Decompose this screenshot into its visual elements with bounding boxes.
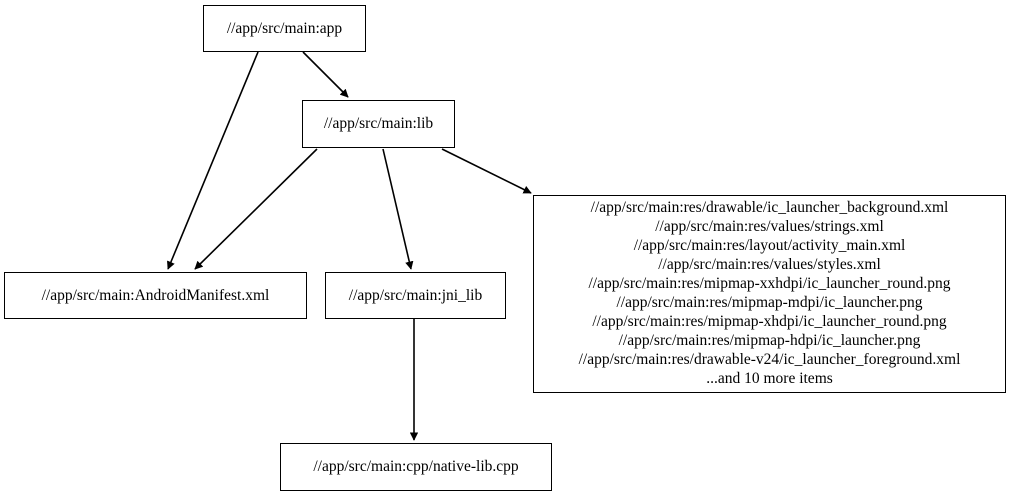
edge-lib-to-res-group [441,148,532,194]
node-lib[interactable]: //app/src/main:lib [302,100,455,148]
node-jni-lib-label: //app/src/main:jni_lib [348,286,483,304]
node-res-group[interactable]: //app/src/main:res/drawable/ic_launcher_… [533,195,1006,393]
node-native-lib-cpp[interactable]: //app/src/main:cpp/native-lib.cpp [280,443,552,491]
node-lib-label: //app/src/main:lib [323,115,434,133]
edge-lib-to-jni-lib [382,148,414,270]
node-jni-lib[interactable]: //app/src/main:jni_lib [325,272,506,319]
edge-app-to-lib [302,51,349,98]
node-res-group-label: //app/src/main:res/drawable/ic_launcher_… [578,199,961,387]
node-app[interactable]: //app/src/main:app [203,5,366,52]
node-android-manifest[interactable]: //app/src/main:AndroidManifest.xml [4,272,307,319]
edge-lib-to-manifest [194,148,318,270]
edge-app-to-manifest [167,51,259,270]
node-android-manifest-label: //app/src/main:AndroidManifest.xml [41,286,270,304]
node-native-lib-cpp-label: //app/src/main:cpp/native-lib.cpp [313,458,519,476]
node-app-label: //app/src/main:app [226,19,343,37]
